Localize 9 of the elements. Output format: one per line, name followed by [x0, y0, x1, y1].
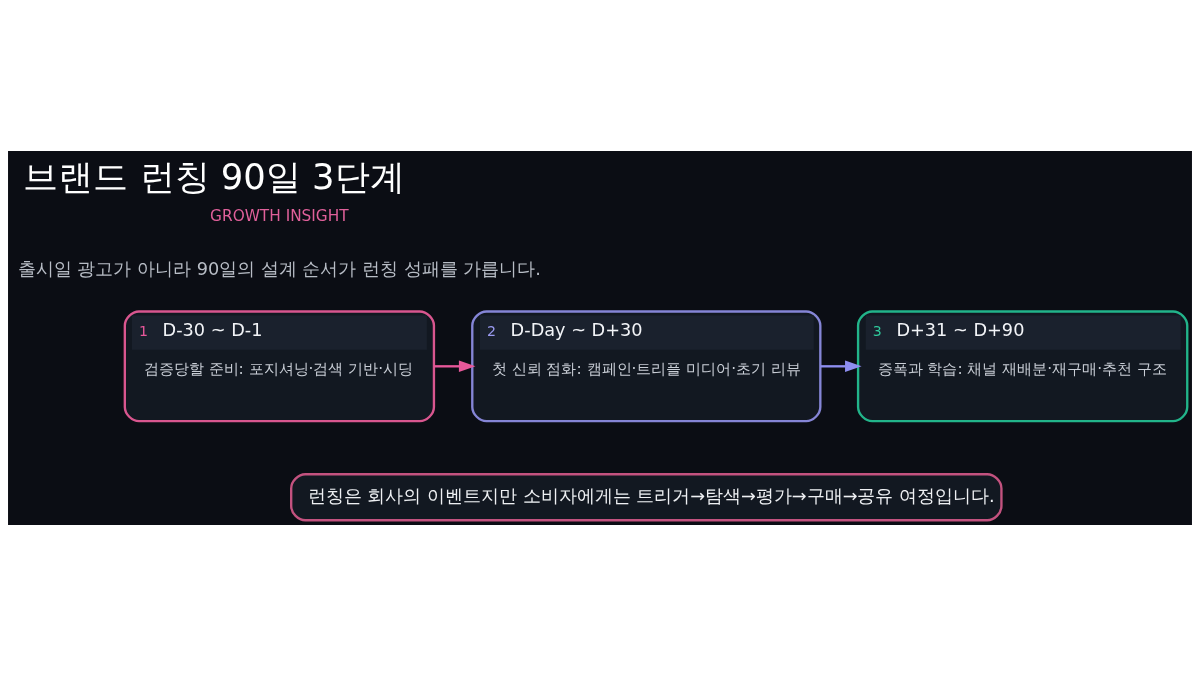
node-box: 런칭은 회사의 이벤트지만 소비자에게는 트리거→탐색→평가→구매→공유 여정입니다. [290, 472, 1003, 521]
arrow [820, 360, 862, 372]
label: 출시일 광고가 아니라 90일의 설계 순서가 런칭 성패를 가릅니다. [17, 258, 541, 279]
node-box: 3 D+31 ~ D+90 증폭과 학습: 채널 재배분·재구매·추천 구조 [856, 309, 1189, 422]
arrow [434, 360, 476, 372]
node-box: 1 D-30 ~ D-1 검증당할 준비: 포지셔닝·검색 기반·시딩 [123, 309, 436, 422]
label: GROWTH INSIGHT [210, 206, 349, 225]
diagram-title: 브랜드 런칭 90일 3단계 [23, 155, 405, 197]
node-box: 2 D-Day ~ D+30 첫 신뢰 점화: 캠페인·트리플 미디어·초기 리뷰 [471, 309, 822, 422]
